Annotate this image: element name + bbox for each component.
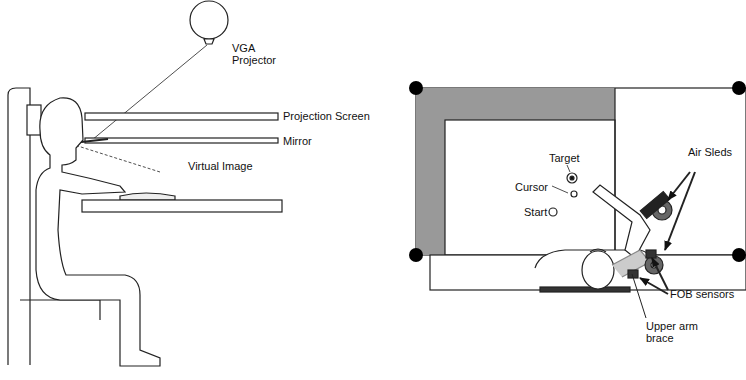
screen-label: Projection Screen xyxy=(283,110,403,122)
cursor-label: Cursor xyxy=(515,181,560,193)
fob-sensors-label: FOB sensors xyxy=(670,288,742,300)
projector-label: VGA Projector xyxy=(232,42,282,66)
mirror-label: Mirror xyxy=(283,135,343,147)
arm-brace-label: Upper arm brace xyxy=(646,320,706,344)
target-label: Target xyxy=(549,152,599,164)
air-sleds-label: Air Sleds xyxy=(688,146,738,158)
virtual-image-label: Virtual Image xyxy=(188,160,278,172)
start-label: Start xyxy=(524,206,564,218)
